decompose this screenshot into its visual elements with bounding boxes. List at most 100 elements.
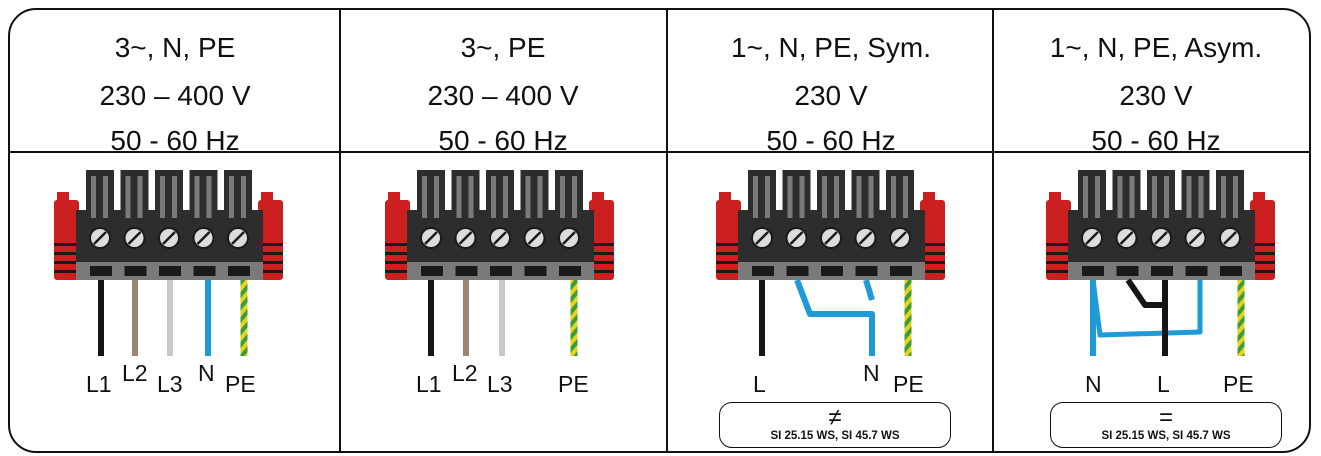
terminal-tab-highlight <box>1221 176 1226 218</box>
terminal-tab-highlight <box>91 176 96 218</box>
screw-slot <box>458 231 473 245</box>
terminal-tab-highlight <box>1083 176 1088 218</box>
terminal-tab-highlight <box>1164 176 1169 218</box>
model-note-not-equal: ≠ SI 25.15 WS, SI 45.7 WS <box>719 402 951 448</box>
red-clip-groove <box>258 252 283 255</box>
red-clip <box>716 200 741 280</box>
terminal-tab <box>451 170 480 222</box>
red-clip-groove <box>920 261 945 264</box>
wire-socket <box>124 266 147 276</box>
screw-slot <box>127 231 142 245</box>
terminal-tab <box>224 170 252 222</box>
terminal-tab-highlight <box>822 176 827 218</box>
terminal-block <box>385 170 614 280</box>
screw-slot <box>755 231 769 245</box>
screw-slot <box>1154 231 1168 245</box>
red-clip-groove <box>258 243 283 246</box>
terminal-tab-highlight <box>125 176 131 218</box>
red-clip <box>258 200 283 280</box>
red-clip-groove <box>258 270 283 273</box>
wire-socket <box>524 266 547 276</box>
wiring-table <box>8 8 1311 453</box>
red-clip-groove <box>1250 270 1275 273</box>
wire-label-l1: L1 <box>86 371 112 397</box>
red-clip-tab <box>719 192 731 208</box>
red-clip-groove <box>920 270 945 273</box>
wire-socket <box>455 266 478 276</box>
red-clip-groove <box>589 261 614 264</box>
not-equal-symbol: ≠ <box>828 404 842 431</box>
terminal-tab <box>1112 170 1141 222</box>
terminal-tab-highlight <box>525 176 531 218</box>
wire-label-n: N <box>1085 371 1102 397</box>
terminal-tab-highlight <box>241 176 246 218</box>
wire-label-l1: L1 <box>416 371 442 397</box>
red-clip-tab <box>923 192 935 208</box>
red-clip-groove <box>920 243 945 246</box>
red-clip-groove <box>716 252 741 255</box>
red-clip-groove <box>716 270 741 273</box>
red-clip-groove <box>589 252 614 255</box>
screw-slot <box>93 231 107 245</box>
terminal-tab <box>1078 170 1106 222</box>
wire-label-pe: PE <box>893 371 924 397</box>
wire-socket <box>786 266 809 276</box>
red-clip-groove <box>54 261 79 264</box>
terminal-tab-highlight <box>537 176 543 218</box>
spec-frequency-col1: 50 - 60 Hz <box>110 125 240 156</box>
wire-bridge-n <box>1090 279 1203 338</box>
terminal-tab <box>1216 170 1244 222</box>
red-clip <box>385 200 410 280</box>
column-divider <box>992 10 994 451</box>
wire-label-n: N <box>198 360 215 386</box>
wire-l <box>1125 278 1168 356</box>
terminal-tab-highlight <box>1095 176 1100 218</box>
terminal-block <box>54 170 283 280</box>
wire-socket <box>855 266 878 276</box>
wire-socket <box>1220 266 1242 276</box>
terminal-tab-highlight <box>856 176 862 218</box>
terminal-tab <box>555 170 583 222</box>
screw-slot <box>527 231 542 245</box>
red-clip <box>920 200 945 280</box>
terminal-tab-highlight <box>1186 176 1192 218</box>
column-divider <box>666 10 668 451</box>
terminal-block <box>716 170 945 280</box>
wire-socket <box>90 266 112 276</box>
wire-socket <box>193 266 216 276</box>
red-clip-groove <box>1046 252 1071 255</box>
terminal-tab-highlight <box>765 176 770 218</box>
wire-label-l3: L3 <box>157 371 183 397</box>
red-clip-groove <box>258 261 283 264</box>
terminal-tab <box>1147 170 1175 222</box>
red-clip-tab <box>261 192 273 208</box>
red-clip-groove <box>54 270 79 273</box>
red-clip <box>1250 200 1275 280</box>
terminal-tab-highlight <box>834 176 839 218</box>
equal-symbol: = <box>1158 404 1173 431</box>
terminal-tab-highlight <box>160 176 165 218</box>
terminal-tab-highlight <box>491 176 496 218</box>
terminal-tab-highlight <box>206 176 212 218</box>
wire-bridge-n <box>794 278 875 356</box>
terminal-tab <box>417 170 445 222</box>
terminal-tab-highlight <box>1198 176 1204 218</box>
wire-socket <box>890 266 912 276</box>
terminal-tab-highlight <box>503 176 508 218</box>
spec-phase-col3: 1~, N, PE, Sym. <box>731 32 931 63</box>
spec-phase-col2: 3~, PE <box>460 32 546 63</box>
terminal-tab <box>520 170 549 222</box>
terminal-tab-highlight <box>229 176 234 218</box>
red-clip-groove <box>385 243 410 246</box>
wire-label-pe: PE <box>225 371 256 397</box>
spec-frequency-col2: 50 - 60 Hz <box>438 125 568 156</box>
screw-slot <box>1188 231 1203 245</box>
red-clip-groove <box>385 252 410 255</box>
terminal-tab-highlight <box>1233 176 1238 218</box>
terminal-tab <box>817 170 845 222</box>
terminal-tab-highlight <box>868 176 874 218</box>
red-clip <box>589 200 614 280</box>
wire-label-l3: L3 <box>487 371 513 397</box>
wire-label-l: L <box>1157 371 1170 397</box>
terminal-tab-highlight <box>468 176 474 218</box>
